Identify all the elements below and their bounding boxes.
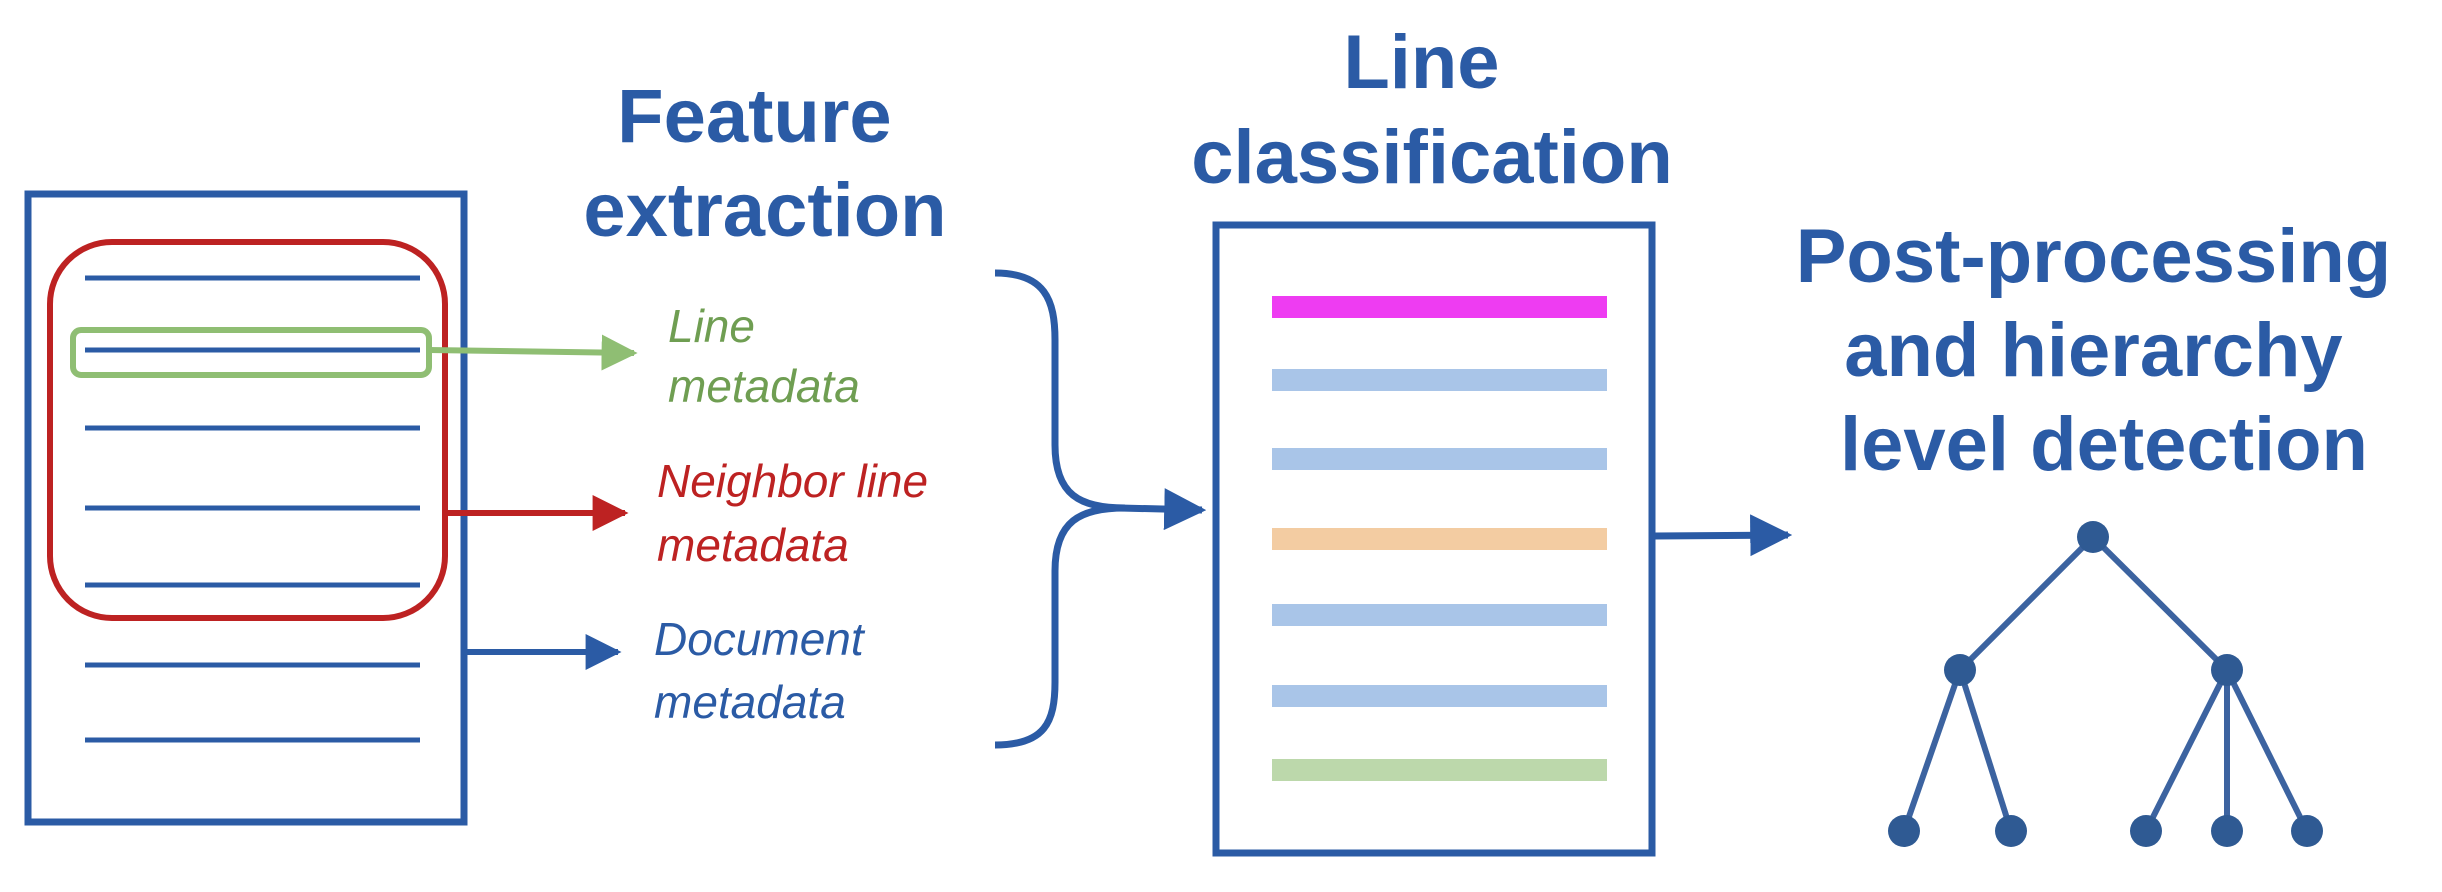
tree-leaf-node bbox=[1995, 815, 2027, 847]
feature-extraction-title-line-2: extraction bbox=[583, 168, 946, 253]
classified-line-body bbox=[1272, 369, 1607, 391]
tree-edge bbox=[1957, 669, 2014, 832]
line-classification-title-line-1: Line bbox=[1343, 20, 1499, 105]
tree-leaf-node bbox=[2291, 815, 2323, 847]
tree-leaf-node bbox=[2211, 815, 2243, 847]
post-processing-title-line-2: and hierarchy bbox=[1844, 308, 2342, 393]
line-metadata-label-line-2: metadata bbox=[668, 360, 860, 412]
input-document bbox=[24, 190, 468, 826]
tree-child-node bbox=[1944, 654, 1976, 686]
document-metadata-label-line-1: Document bbox=[654, 613, 866, 665]
post-processing-title-line-3: level detection bbox=[1840, 402, 2368, 487]
document-text-lines bbox=[85, 275, 420, 743]
neighbor-lines-highlight bbox=[47, 239, 448, 621]
tree-leaf-node bbox=[1888, 815, 1920, 847]
post-processing-title: Post-processing and hierarchy level dete… bbox=[1796, 214, 2413, 487]
tree-edge bbox=[2143, 668, 2230, 833]
neighbor-metadata-label-line-1: Neighbor line bbox=[657, 455, 928, 507]
classified-line-other bbox=[1272, 759, 1607, 781]
line-classification-title: Line classification bbox=[1191, 20, 1673, 200]
tree-edge bbox=[2224, 668, 2310, 833]
tree-root-node bbox=[2077, 521, 2109, 553]
post-processing-title-line-1: Post-processing bbox=[1796, 214, 2391, 299]
classified-line-body bbox=[1272, 448, 1607, 470]
feature-extraction-title: Feature extraction bbox=[583, 74, 946, 253]
classified-line-body bbox=[1272, 685, 1607, 707]
line-classification-title-line-2: classification bbox=[1191, 115, 1673, 200]
hierarchy-tree bbox=[1888, 521, 2323, 847]
output-arrow bbox=[1654, 514, 1793, 557]
document-frame bbox=[24, 190, 468, 826]
classified-line-body bbox=[1272, 604, 1607, 626]
line-metadata-arrow bbox=[428, 334, 638, 371]
neighbor-metadata-label-line-2: metadata bbox=[657, 519, 849, 571]
tree-edge bbox=[1957, 534, 2096, 673]
merge-brace bbox=[994, 269, 1126, 749]
tree-child-node bbox=[2211, 654, 2243, 686]
merge-arrow bbox=[1119, 488, 1207, 531]
document-metadata-label-line-2: metadata bbox=[654, 676, 846, 728]
line-metadata-label-line-1: Line bbox=[668, 300, 755, 352]
tree-edge bbox=[1901, 669, 1963, 832]
classified-line-subheading bbox=[1272, 528, 1607, 550]
classified-document bbox=[1212, 221, 1656, 857]
document-metadata-label: Document metadata bbox=[654, 613, 876, 728]
line-metadata-label: Line metadata bbox=[668, 300, 860, 412]
tree-edge bbox=[2090, 534, 2230, 673]
neighbor-metadata-label: Neighbor line metadata bbox=[657, 455, 941, 571]
tree-leaf-node bbox=[2130, 815, 2162, 847]
feature-extraction-title-line-1: Feature bbox=[617, 74, 892, 159]
classified-line-heading bbox=[1272, 296, 1607, 318]
